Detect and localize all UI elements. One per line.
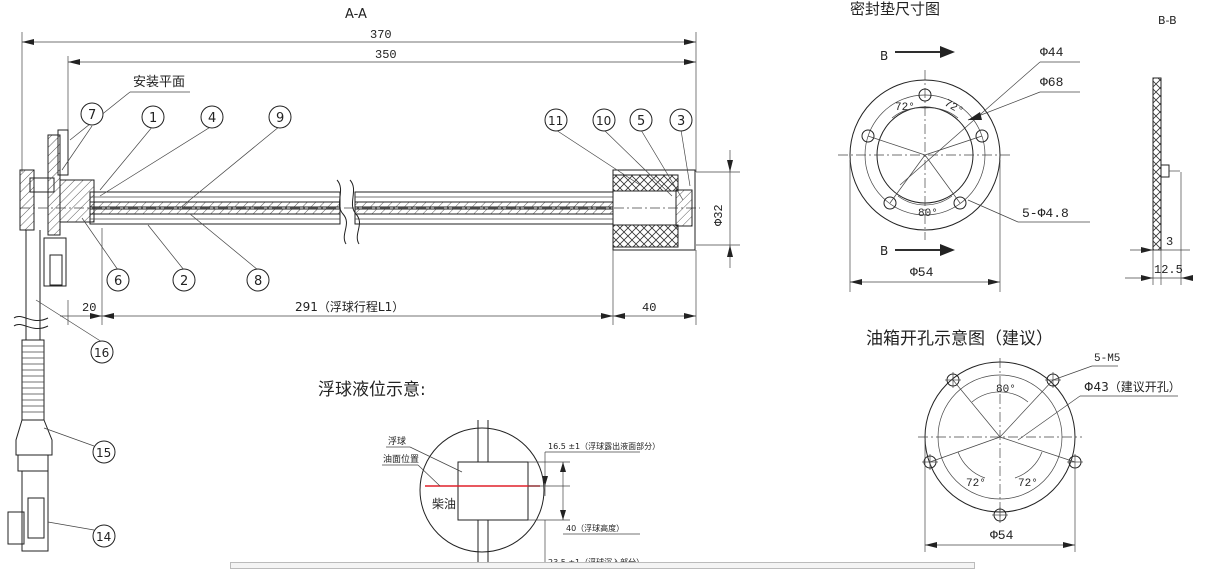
probe-tube	[20, 169, 700, 251]
balloon-16: 16	[90, 340, 114, 364]
float-oil-label: 柴油	[432, 497, 456, 511]
float-dim-top: 16.5 ±1（浮球露出液面部分）	[548, 441, 660, 451]
horizontal-scrollbar[interactable]	[230, 562, 975, 569]
balloon-5: 5	[629, 108, 653, 132]
balloon-5-text: 5	[637, 114, 645, 129]
flange-head	[19, 129, 95, 287]
balloon-14: 14	[92, 524, 116, 548]
tank-dia-43: Φ43（建议开孔）	[1084, 380, 1181, 394]
dim-travel-text: 291（浮球行程L1）	[295, 299, 404, 314]
cable-connector	[7, 230, 53, 552]
balloon-2: 2	[172, 268, 196, 292]
balloon-leaders	[35, 125, 691, 531]
tank-angle-72-left: 72°	[966, 478, 986, 490]
main-section-view: A-A 370 350 安装平面	[7, 7, 740, 552]
gasket-thk-3: 3	[1166, 235, 1173, 249]
dim-diameter: Φ32	[696, 150, 740, 268]
dim-left-text: 20	[82, 301, 96, 315]
gasket-title: 密封垫尺寸图	[850, 0, 940, 18]
tank-hole-title: 油箱开孔示意图（建议）	[866, 329, 1053, 349]
balloon-7: 7	[80, 102, 104, 126]
float-diagram-title: 浮球液位示意:	[318, 380, 426, 400]
dim-travel-row: 20 291（浮球行程L1） 40	[60, 228, 697, 325]
balloon-2-text: 2	[180, 274, 188, 289]
gasket-thk-125: 12.5	[1154, 263, 1183, 277]
float-dim-height: 40（浮球高度）	[566, 523, 624, 533]
balloon-6: 6	[106, 268, 130, 292]
balloon-10: 10	[592, 108, 616, 132]
gasket-section-label: B-B	[1158, 14, 1177, 27]
balloon-8: 8	[246, 268, 270, 292]
dim-mount-text: 350	[375, 48, 397, 62]
section-label-aa: A-A	[345, 7, 367, 22]
tank-dia-54: Φ54	[990, 528, 1014, 543]
tank-screws: 5-M5	[1094, 353, 1120, 365]
balloon-7-text: 7	[88, 108, 96, 123]
balloon-4-text: 4	[208, 111, 216, 126]
balloon-6-text: 6	[114, 274, 122, 289]
oil-level-label: 油面位置	[383, 453, 419, 465]
dim-mount-length: 350	[67, 48, 696, 150]
gasket-angle-72-right: 72°	[942, 98, 965, 118]
gasket-dia-54: Φ54	[910, 265, 934, 280]
float-label: 浮球	[388, 435, 406, 447]
gasket-angle-72-left: 72°	[895, 102, 915, 114]
tank-angle-80: 80°	[996, 384, 1016, 396]
dim-overall-text: 370	[370, 28, 392, 42]
balloon-4: 4	[200, 105, 224, 129]
balloon-10-text: 10	[596, 114, 611, 128]
balloon-1-text: 1	[149, 111, 157, 126]
tank-angle-72-right: 72°	[1018, 478, 1038, 490]
balloon-8-text: 8	[254, 274, 262, 289]
mount-plane-label: 安装平面	[133, 75, 185, 90]
dim-right-text: 40	[642, 301, 656, 315]
balloon-15: 15	[92, 440, 116, 464]
balloon-11: 11	[544, 108, 568, 132]
dim-diameter-text: Φ32	[712, 204, 726, 226]
balloon-3: 3	[669, 108, 693, 132]
gasket-angle-80: 80°	[918, 208, 938, 220]
dim-overall-length: 370	[21, 28, 697, 172]
balloon-14-text: 14	[96, 530, 111, 544]
balloon-9: 9	[268, 105, 292, 129]
gasket-dia-68: Φ68	[1040, 75, 1063, 90]
gasket-dia-44: Φ44	[1040, 45, 1064, 60]
balloon-9-text: 9	[276, 111, 284, 126]
balloon-16-text: 16	[94, 346, 109, 360]
float-level-diagram: 浮球液位示意: 柴油 浮球 油面位置 16.5 ±1（浮球露出液面部分） 40（…	[318, 380, 660, 567]
balloon-15-text: 15	[96, 446, 111, 460]
balloon-1: 1	[141, 105, 165, 129]
balloon-3-text: 3	[677, 114, 685, 129]
gasket-holes: 5-Φ4.8	[1022, 206, 1069, 221]
tank-hole-view: 油箱开孔示意图（建议） 80° 72° 72° 5-M5 Φ43（建议开孔） Φ…	[866, 329, 1181, 552]
cut-mark-top: B	[880, 49, 888, 63]
gasket-view: 密封垫尺寸图 B-B B B 72° 72° 80° Φ44	[838, 0, 1193, 292]
cut-mark-bottom: B	[880, 244, 888, 258]
balloon-11-text: 11	[548, 114, 563, 128]
